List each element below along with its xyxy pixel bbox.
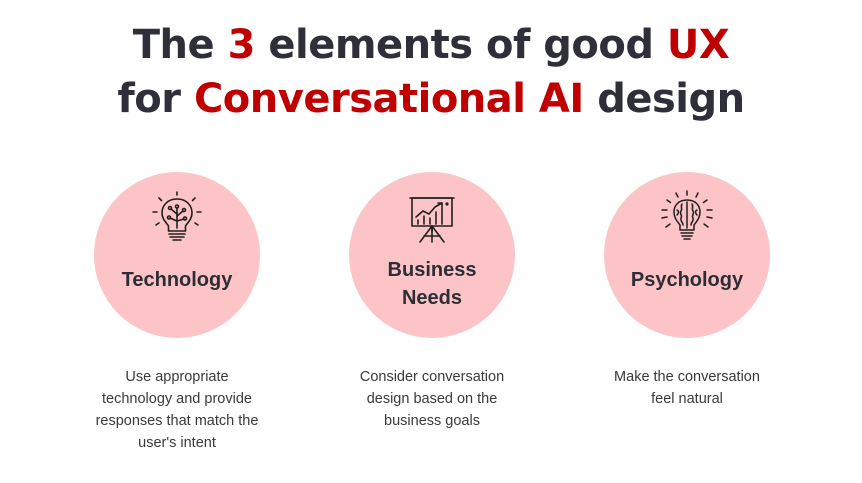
card-label: Psychology (630, 269, 744, 291)
circle-technology: Technology (94, 172, 260, 338)
card-description: Consider conversation design based on th… (359, 369, 505, 429)
headline-line-1: The 3 elements of good UX (132, 22, 730, 68)
circle-business-needs: Business Needs (349, 172, 515, 338)
headline: The 3 elements of good UX for Conversati… (0, 18, 862, 126)
headline-accent-cai: Conversational AI (193, 76, 584, 122)
card-description: Make the conversation feel natural (614, 369, 760, 407)
circle-psychology: Psychology (604, 172, 770, 338)
card-label: Technology (121, 269, 233, 291)
lightbulb-icon (149, 190, 205, 246)
card-description: Use appropriate technology and provide r… (95, 369, 259, 451)
headline-line-2: for Conversational AI design (117, 76, 745, 122)
card-label: Business Needs (387, 259, 477, 309)
card-technology: Technology Use appropriate technology an… (62, 172, 292, 462)
card-business-needs: Business Needs Consider conversation des… (317, 172, 547, 462)
headline-accent-ux: UX (666, 22, 730, 68)
card-psychology: Psychology Make the conversation feel na… (572, 172, 802, 462)
headline-accent-number: 3 (227, 22, 256, 68)
presentation-chart-icon (404, 190, 460, 246)
brain-bulb-icon (659, 190, 715, 246)
